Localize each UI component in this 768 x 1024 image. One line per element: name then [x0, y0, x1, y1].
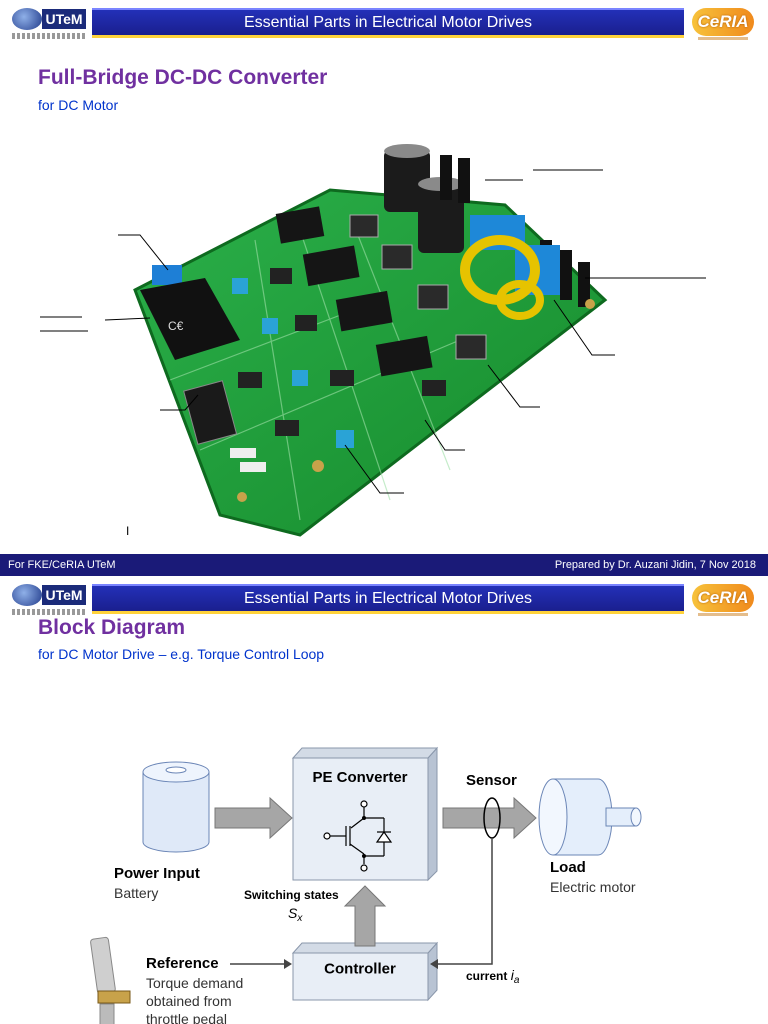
footer-right: Prepared by Dr. Auzani Jidin, 7 Nov 2018 — [554, 559, 756, 571]
reference-label: Reference — [146, 955, 219, 972]
footer: For FKE/CeRIA UTeM Prepared by Dr. Auzan… — [0, 554, 768, 576]
dc-dc-module: C€ — [140, 278, 240, 360]
power-arrow — [214, 796, 293, 840]
switching-arrow — [343, 885, 387, 947]
slide-block-diagram: UTeM Essential Parts in Electrical Motor… — [0, 576, 768, 1024]
header-banner: Essential Parts in Electrical Motor Driv… — [92, 8, 684, 38]
controller-block: Controller — [291, 941, 439, 1002]
slide-header: UTeM Essential Parts in Electrical Motor… — [0, 0, 768, 48]
stray-mark: I — [126, 524, 129, 538]
power-input-label: Power Input — [114, 865, 200, 882]
pe-converter-label: PE Converter — [312, 769, 407, 786]
svg-text:C€: C€ — [168, 319, 184, 333]
block-diagram: Power Input Battery PE Converter — [90, 746, 642, 1024]
throttle-pedal-icon — [90, 936, 131, 1024]
footer-left: For FKE/CeRIA UTeM — [8, 559, 116, 571]
slide-title: Block Diagram — [38, 616, 186, 639]
battery-icon — [142, 761, 210, 853]
slide-header: UTeM Essential Parts in Electrical Motor… — [0, 576, 768, 624]
slide-full-bridge: UTeM Essential Parts in Electrical Motor… — [0, 0, 768, 576]
electric-motor-label: Electric motor — [550, 879, 636, 895]
controller-label: Controller — [324, 960, 396, 977]
feedback-line — [438, 838, 493, 965]
globe-icon — [12, 8, 42, 30]
slide-subtitle: for DC Motor Drive – e.g. Torque Control… — [38, 646, 325, 662]
globe-icon — [12, 584, 42, 606]
switching-states-label: Switching states — [244, 888, 339, 902]
sx-label: Sx — [288, 905, 303, 924]
slide-subtitle: for DC Motor — [38, 97, 119, 113]
ceria-logo-text: CeRIA — [692, 584, 754, 612]
ceria-logo-text: CeRIA — [692, 8, 754, 36]
utem-logo: UTeM — [12, 582, 86, 618]
output-arrow — [442, 796, 537, 840]
throttle-pedal-label: throttle pedal — [146, 1011, 227, 1024]
current-label: current ia — [466, 967, 520, 986]
pcb-board — [133, 188, 608, 537]
ceria-logo: CeRIA — [692, 582, 756, 618]
header-banner: Essential Parts in Electrical Motor Driv… — [92, 584, 684, 614]
utem-logo-text: UTeM — [42, 585, 86, 605]
motor-icon — [538, 778, 642, 856]
pe-converter-block: PE Converter — [291, 746, 439, 882]
callout-lines — [40, 169, 706, 494]
slide-title: Full-Bridge DC-DC Converter — [38, 66, 328, 89]
sensor-label: Sensor — [466, 772, 517, 789]
inductor — [460, 215, 560, 320]
torque-demand-label: Torque demand — [146, 975, 243, 991]
obtained-from-label: obtained from — [146, 993, 232, 1009]
battery-label: Battery — [114, 885, 158, 901]
utem-logo-text: UTeM — [42, 9, 86, 29]
terminal-block — [152, 265, 182, 285]
pcb-photo: C€ I — [40, 144, 706, 538]
utem-logo: UTeM — [12, 6, 86, 42]
ceria-logo: CeRIA — [692, 6, 756, 42]
load-label: Load — [550, 859, 586, 876]
igbt-symbol — [323, 800, 393, 872]
